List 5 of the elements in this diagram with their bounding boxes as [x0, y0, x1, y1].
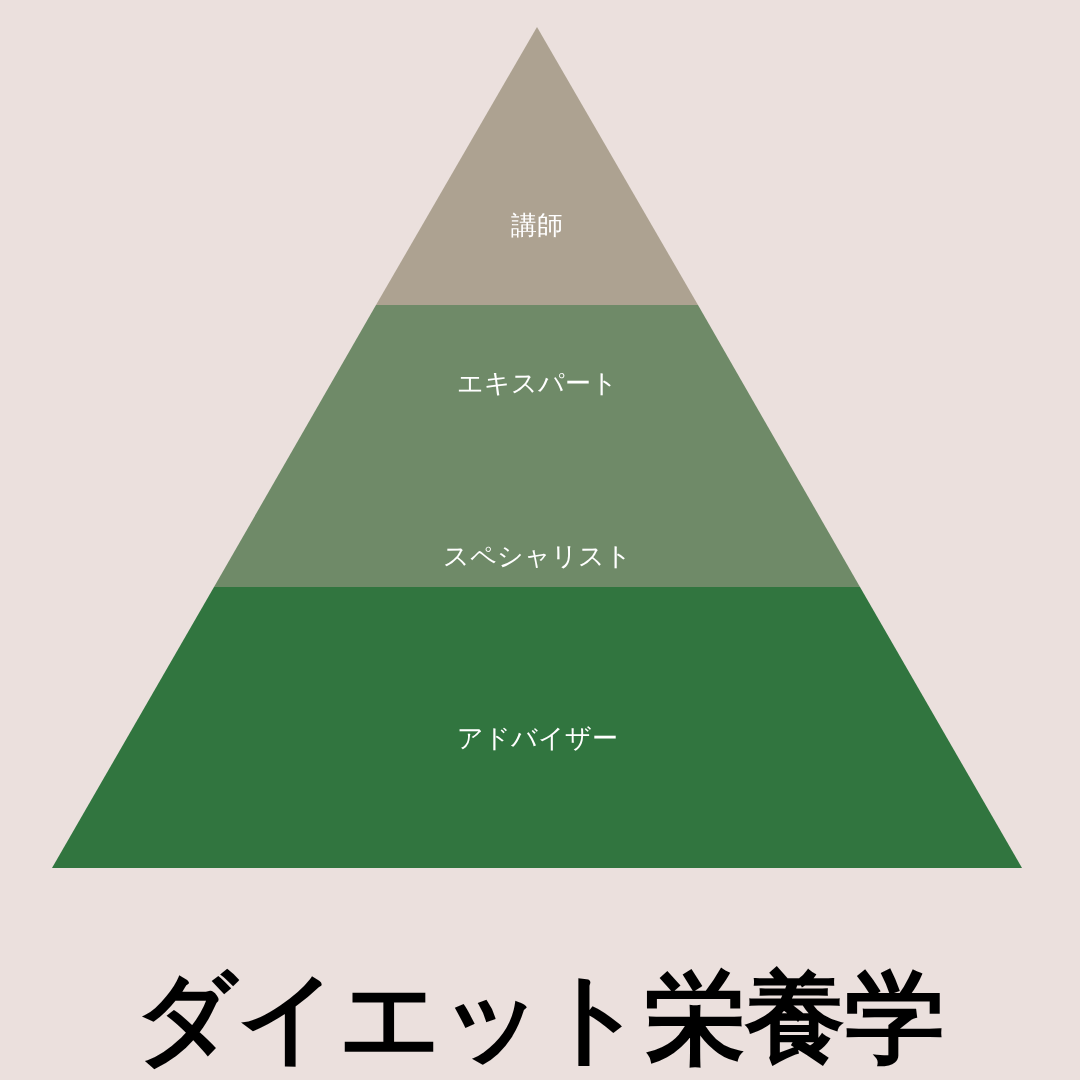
title: ダイエット栄養学	[135, 958, 945, 1078]
tier-label: 講師	[511, 209, 563, 241]
tier-label: エキスパート	[456, 367, 618, 399]
tier-label: アドバイザー	[456, 722, 618, 754]
tier-label: スペシャリスト	[442, 540, 632, 572]
